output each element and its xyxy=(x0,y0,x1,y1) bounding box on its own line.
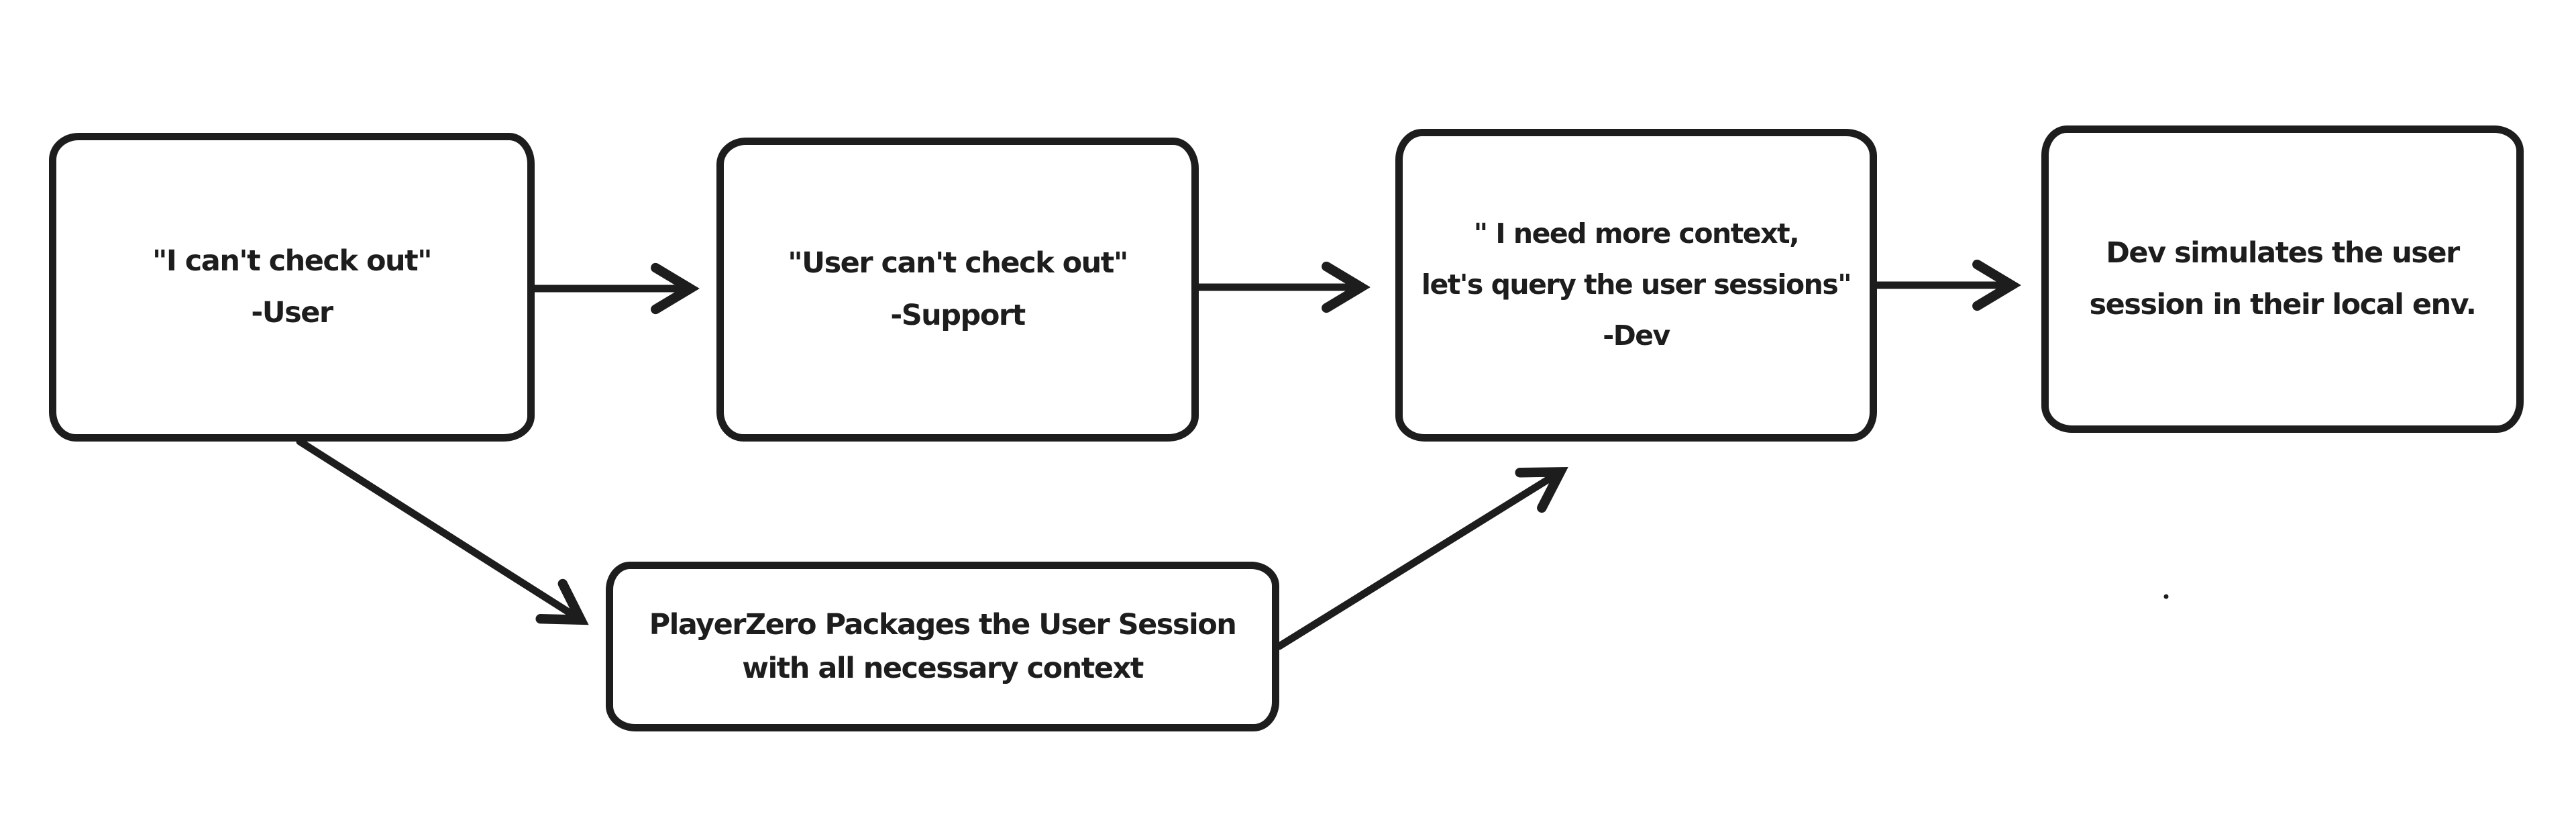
node-dev-simulates-session: Dev simulates the user session in their … xyxy=(2041,125,2524,433)
arrow-user-to-playerzero xyxy=(296,438,589,625)
stray-ink-dot xyxy=(2163,594,2169,599)
node-text-line: -Dev xyxy=(1603,319,1670,352)
node-text-line: Dev simulates the user xyxy=(2106,236,2460,270)
node-text-line: with all necessary context xyxy=(742,651,1144,685)
node-text-line: " I need more context, xyxy=(1473,217,1800,250)
node-support-quote: "User can't check out" -Support xyxy=(716,138,1199,442)
node-playerzero-packages-session: PlayerZero Packages the User Session wit… xyxy=(606,562,1279,731)
node-text-line: -Support xyxy=(890,298,1026,332)
node-text-line: session in their local env. xyxy=(2089,288,2477,321)
arrow-playerzero-to-dev xyxy=(1275,466,1568,650)
node-text-line: "User can't check out" xyxy=(788,246,1128,280)
node-text-line: PlayerZero Packages the User Session xyxy=(649,608,1237,642)
node-text-line: let's query the user sessions" xyxy=(1421,268,1852,301)
node-text-line: -User xyxy=(251,296,333,329)
node-dev-quote: " I need more context, let's query the u… xyxy=(1395,129,1877,442)
node-user-quote: "I can't check out" -User xyxy=(49,133,535,442)
node-text-line: "I can't check out" xyxy=(152,244,433,278)
